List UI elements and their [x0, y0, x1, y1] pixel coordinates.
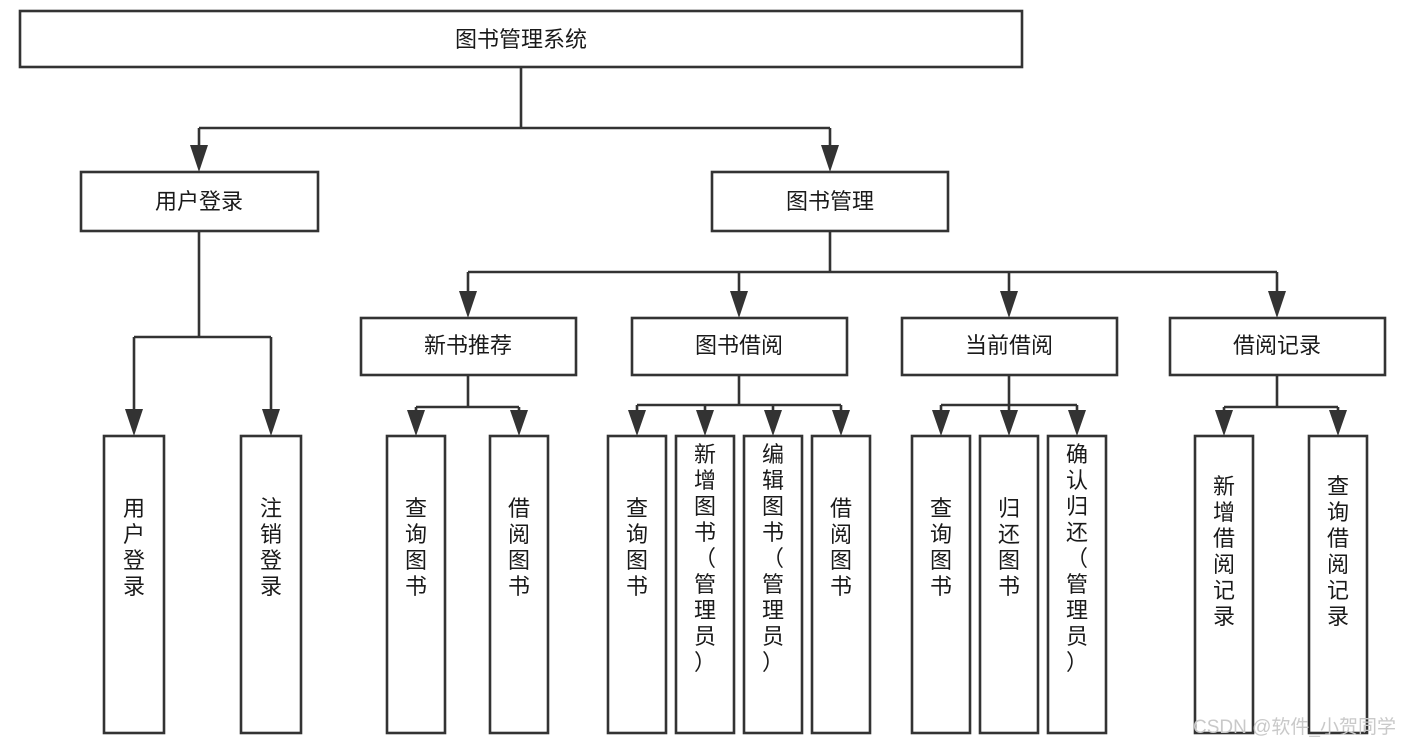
arrow-head-leaf-add-record: [1215, 410, 1233, 436]
node-borrow-record-label: 借阅记录: [1233, 333, 1321, 358]
arrow-head-leaf-confirm-return: [1068, 410, 1086, 436]
leaf-query-record[interactable]: 查询借阅记录: [1307, 434, 1369, 735]
leaf-query-book-1-box[interactable]: [385, 434, 447, 735]
arrow-head-borrow-record: [1268, 291, 1286, 318]
node-borrow-record-box[interactable]: [1168, 316, 1387, 377]
arrow-head-leaf-query-book-1: [407, 410, 425, 436]
leaf-confirm-return-box[interactable]: [1046, 434, 1108, 735]
arrow-head-book-borrow: [730, 291, 748, 318]
leaf-add-book-box[interactable]: [674, 434, 736, 735]
arrow-head-leaf-logout: [262, 409, 280, 436]
node-new-book-rec-box[interactable]: [359, 316, 578, 377]
leaf-user-login[interactable]: 用户登录: [102, 434, 166, 735]
node-new-book-rec[interactable]: 新书推荐: [359, 316, 578, 377]
node-book-borrow[interactable]: 图书借阅: [630, 316, 849, 377]
leaf-add-record-label: 新增借阅记录: [1213, 474, 1235, 629]
node-user-login[interactable]: 用户登录: [79, 170, 320, 233]
arrow-head-book-manage: [821, 145, 839, 172]
leaf-borrow-book-1[interactable]: 借阅图书: [488, 434, 550, 735]
leaf-return-book-box[interactable]: [978, 434, 1040, 735]
leaf-query-record-box[interactable]: [1307, 434, 1369, 735]
arrow-head-leaf-borrow-book-2: [832, 410, 850, 436]
arrow-head-leaf-add-book: [696, 410, 714, 436]
leaf-logout-box[interactable]: [239, 434, 303, 735]
node-book-borrow-box[interactable]: [630, 316, 849, 377]
node-book-manage-label: 图书管理: [786, 189, 874, 214]
leaf-logout-label: 注销登录: [260, 496, 282, 599]
leaf-add-record[interactable]: 新增借阅记录: [1193, 434, 1255, 735]
arrow-head-leaf-query-record: [1329, 410, 1347, 436]
node-current-borrow-label: 当前借阅: [965, 333, 1053, 358]
arrow-head-new-book-rec: [459, 291, 477, 318]
node-borrow-record[interactable]: 借阅记录: [1168, 316, 1387, 377]
leaf-add-book[interactable]: 新增图书（管理员）: [674, 434, 736, 735]
arrow-head-leaf-query-book-3: [932, 410, 950, 436]
node-root-label: 图书管理系统: [455, 27, 587, 52]
arrow-head-leaf-borrow-book-1: [510, 410, 528, 436]
leaf-query-record-label: 查询借阅记录: [1327, 474, 1349, 629]
node-current-borrow-box[interactable]: [900, 316, 1119, 377]
node-user-login-label: 用户登录: [155, 189, 243, 214]
arrow-head-user-login: [190, 145, 208, 172]
leaf-borrow-book-1-box[interactable]: [488, 434, 550, 735]
leaf-borrow-book-2-label: 借阅图书: [830, 496, 852, 599]
leaf-edit-book[interactable]: 编辑图书（管理员）: [742, 434, 804, 735]
node-book-manage[interactable]: 图书管理: [710, 170, 950, 233]
leaf-query-book-1[interactable]: 查询图书: [385, 434, 447, 735]
leaf-user-login-label: 用户登录: [123, 496, 145, 599]
leaf-add-book-label: 新增图书（管理员）: [694, 442, 716, 675]
arrow-head-current-borrow: [1000, 291, 1018, 318]
leaf-user-login-box[interactable]: [102, 434, 166, 735]
leaf-borrow-book-2-box[interactable]: [810, 434, 872, 735]
leaf-edit-book-label: 编辑图书（管理员）: [762, 442, 784, 675]
leaf-query-book-1-label: 查询图书: [405, 496, 427, 599]
watermark-label: CSDN @软件_小贺同学: [1193, 716, 1396, 738]
node-current-borrow[interactable]: 当前借阅: [900, 316, 1119, 377]
node-user-login-box[interactable]: [79, 170, 320, 233]
leaf-return-book[interactable]: 归还图书: [978, 434, 1040, 735]
arrow-head-leaf-edit-book: [764, 410, 782, 436]
arrow-head-leaf-user-login: [125, 409, 143, 436]
node-book-borrow-label: 图书借阅: [695, 333, 783, 358]
arrow-head-leaf-query-book-2: [628, 410, 646, 436]
node-book-manage-box[interactable]: [710, 170, 950, 233]
leaf-edit-book-box[interactable]: [742, 434, 804, 735]
connector-layer: [125, 67, 1347, 436]
leaf-logout[interactable]: 注销登录: [239, 434, 303, 735]
leaf-query-book-3-label: 查询图书: [930, 496, 952, 599]
node-root-box[interactable]: [18, 9, 1024, 69]
leaf-query-book-2-box[interactable]: [606, 434, 668, 735]
leaf-query-book-3-box[interactable]: [910, 434, 972, 735]
leaf-query-book-2[interactable]: 查询图书: [606, 434, 668, 735]
leaf-query-book-2-label: 查询图书: [626, 496, 648, 599]
node-new-book-rec-label: 新书推荐: [424, 333, 512, 358]
leaf-confirm-return-label: 确认归还（管理员）: [1066, 442, 1088, 675]
leaf-borrow-book-2[interactable]: 借阅图书: [810, 434, 872, 735]
leaf-borrow-book-1-label: 借阅图书: [508, 496, 530, 599]
leaf-return-book-label: 归还图书: [998, 496, 1020, 599]
node-root[interactable]: 图书管理系统: [18, 9, 1024, 69]
leaf-query-book-3[interactable]: 查询图书: [910, 434, 972, 735]
leaf-add-record-box[interactable]: [1193, 434, 1255, 735]
leaf-confirm-return[interactable]: 确认归还（管理员）: [1046, 434, 1108, 735]
arrow-head-leaf-return-book: [1000, 410, 1018, 436]
